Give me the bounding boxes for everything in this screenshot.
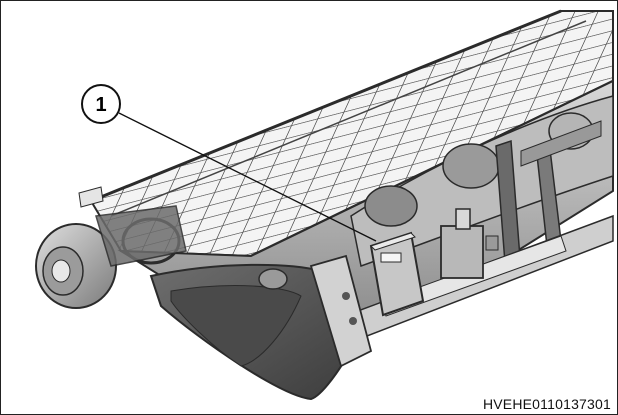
gauge-wheel [35, 223, 117, 309]
callout-number: 1 [95, 94, 106, 116]
callout-circle [81, 84, 121, 124]
mount-bracket [309, 254, 373, 368]
actuator-component [440, 208, 499, 279]
figure-code: HVEHE0110137301 [482, 396, 611, 412]
callout-1: 1 [81, 84, 377, 242]
front-plate [78, 186, 104, 208]
callout-leader-line [118, 112, 377, 242]
wheel-linkage [95, 205, 187, 267]
end-shield [149, 263, 363, 401]
control-box-component [369, 231, 425, 317]
